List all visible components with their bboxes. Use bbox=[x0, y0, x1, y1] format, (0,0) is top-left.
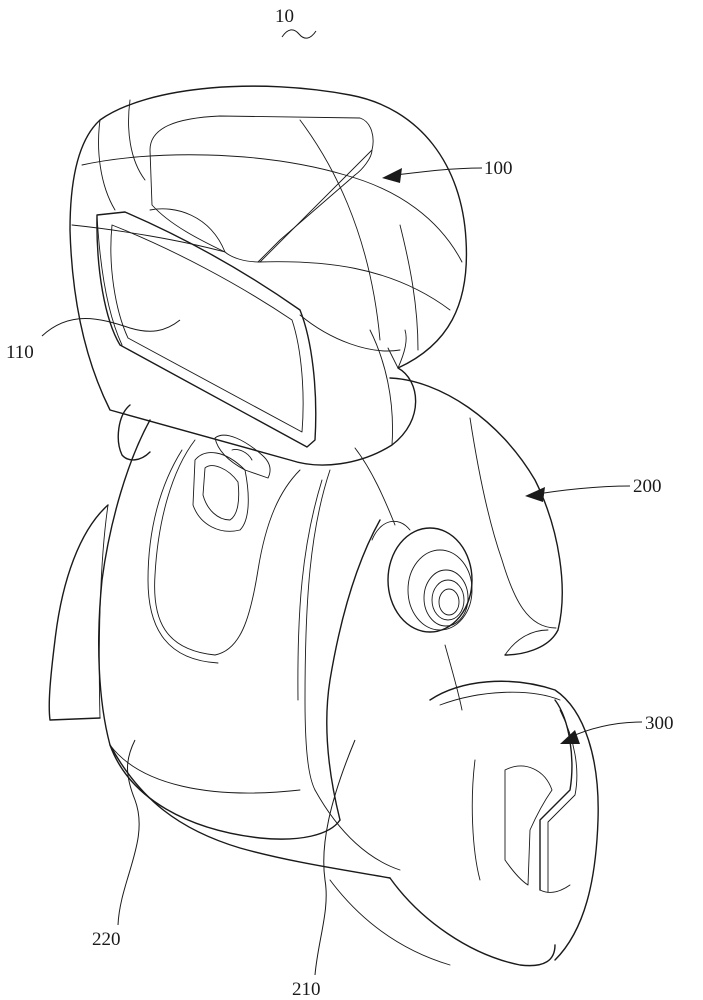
label-base: 300 bbox=[645, 713, 674, 734]
label-body: 200 bbox=[633, 476, 662, 497]
label-screen: 110 bbox=[6, 342, 34, 363]
robot-body bbox=[48, 377, 563, 967]
leader-screen bbox=[41, 318, 181, 337]
label-assembly: 10 bbox=[275, 6, 294, 27]
arrow-base bbox=[560, 730, 580, 744]
robot-base bbox=[429, 680, 599, 961]
assembly-tilde bbox=[281, 29, 317, 39]
leader-front-shell bbox=[117, 739, 140, 926]
robot-head bbox=[69, 85, 468, 466]
leader-body bbox=[531, 485, 631, 496]
label-side-shell: 210 bbox=[292, 979, 321, 1000]
leader-head bbox=[387, 167, 483, 177]
reference-labels: 10 100 110 200 300 220 210 bbox=[6, 6, 674, 1000]
robot-neck bbox=[192, 434, 271, 532]
label-head: 100 bbox=[484, 158, 513, 179]
robot-screen bbox=[96, 211, 317, 448]
leader-base bbox=[567, 721, 643, 739]
arrow-body bbox=[525, 487, 545, 502]
label-front-shell: 220 bbox=[92, 929, 121, 950]
arrow-head bbox=[382, 168, 402, 183]
leader-side-shell bbox=[314, 739, 356, 976]
